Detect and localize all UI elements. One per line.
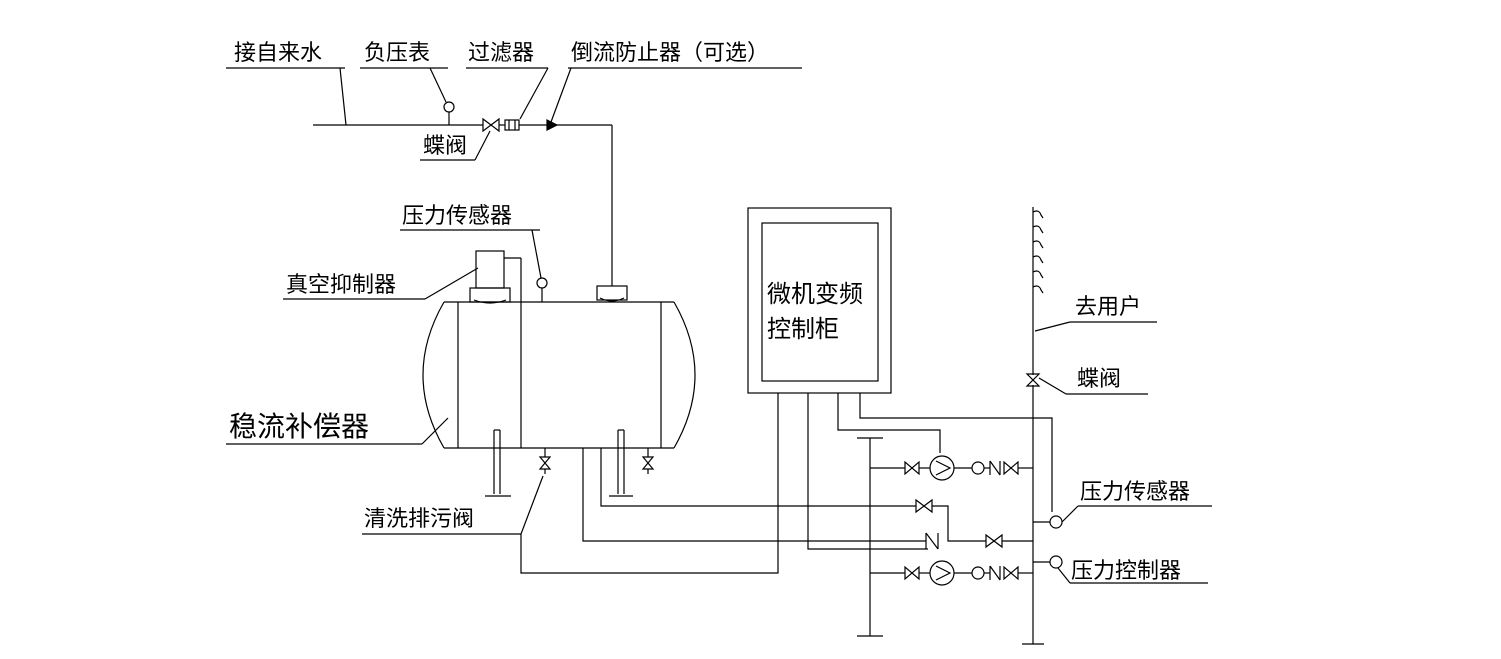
negative-pressure-gauge-icon [443, 101, 455, 125]
label-vacuum-suppressor: 真空抑制器 [286, 273, 396, 298]
label-cleaning-drain-valve: 清洗排污阀 [364, 507, 474, 532]
inlet-pipeline [313, 124, 613, 286]
tank-outlet-pipes [485, 429, 633, 497]
drain-valve-icon [538, 448, 552, 474]
tank-pressure-sensor-icon [536, 277, 548, 302]
pump-row-1 [870, 455, 1033, 481]
drain-valve-icon [641, 448, 655, 474]
bypass-valve-icon [915, 498, 933, 514]
label-pressure-sensor-tank: 压力传感器 [402, 204, 512, 229]
user-outlets-icon [1032, 210, 1044, 294]
right-pressure-sensor-icon [1033, 515, 1063, 529]
label-tap-water: 接自来水 [234, 41, 322, 66]
label-pressure-sensor-right: 压力传感器 [1080, 480, 1190, 505]
label-steady-flow-compensator: 稳流补偿器 [229, 410, 369, 443]
label-filter: 过滤器 [468, 41, 534, 66]
tank-label-leaders [226, 229, 544, 535]
check-valve-icon [925, 532, 939, 550]
label-pressure-controller: 压力控制器 [1071, 559, 1181, 584]
control-cabinet [747, 207, 892, 394]
label-butterfly-valve-top: 蝶阀 [423, 134, 467, 159]
backflow-preventer-icon [546, 119, 559, 131]
butterfly-valve-icon [482, 117, 500, 133]
label-to-user: 去用户 [1075, 295, 1141, 320]
pressure-controller-icon [1033, 555, 1063, 569]
control-cabinet-label-line2: 控制柜 [767, 315, 839, 343]
label-butterfly-valve-right: 蝶阀 [1077, 367, 1121, 392]
bypass-butterfly-valve-icon [985, 533, 1003, 549]
riser-butterfly-valve-icon [1025, 373, 1041, 387]
label-negative-pressure-gauge: 负压表 [364, 41, 430, 66]
pump-row-2 [870, 560, 1033, 586]
control-cabinet-label-line1: 微机变频 [767, 280, 863, 308]
right-label-leaders [1034, 321, 1212, 584]
tank-outlet-lines [582, 448, 1033, 542]
vacuum-suppressor-icon [469, 250, 521, 304]
top-label-leaders [226, 67, 802, 161]
inlet-flange-icon [596, 285, 628, 302]
steady-flow-compensator-tank [422, 258, 696, 449]
label-backflow-preventer: 倒流防止器（可选） [571, 41, 769, 66]
main-riser [1022, 207, 1044, 645]
suction-header [857, 437, 883, 637]
filter-icon [504, 119, 520, 131]
control-signal-lines [520, 393, 1053, 574]
